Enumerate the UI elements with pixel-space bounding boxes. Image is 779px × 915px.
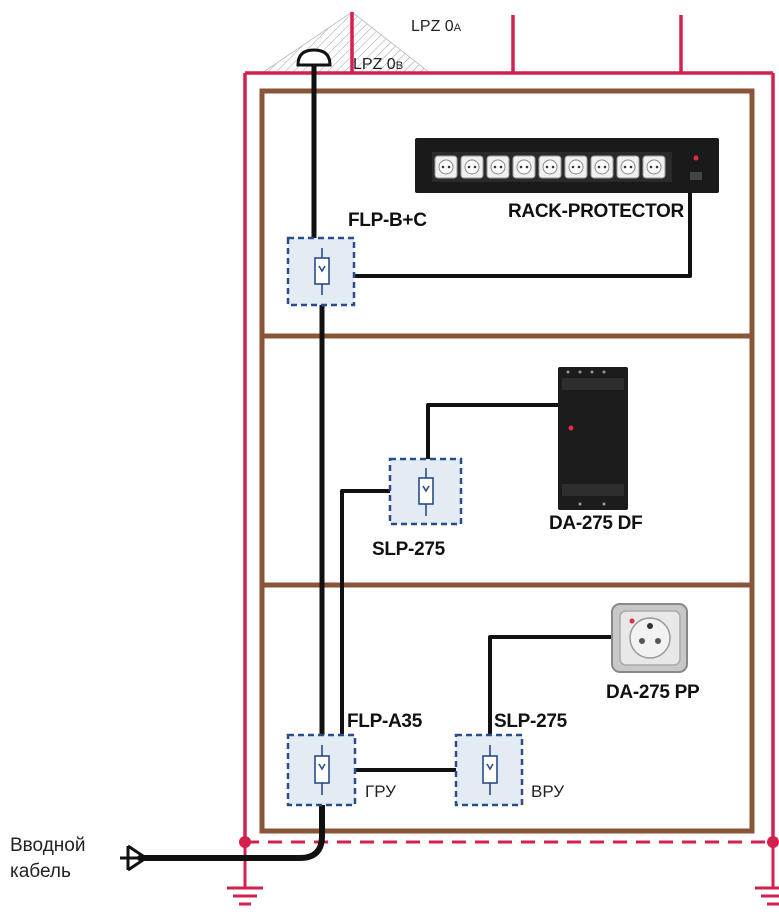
- socket-icon: [434, 155, 458, 179]
- da-275-df-device[interactable]: [558, 367, 628, 510]
- input-cable-arrow-icon: [120, 844, 149, 872]
- socket-icon: [460, 155, 484, 179]
- socket-icon: [486, 155, 510, 179]
- flp-bc-label: FLP-B+C: [348, 210, 427, 231]
- rack-protector-label: RACK-PROTECTOR: [508, 201, 685, 222]
- surge-arrester-icon: [314, 745, 330, 795]
- gru-label: ГРУ: [365, 782, 396, 801]
- terminal-screws: [566, 370, 606, 506]
- input-cable-label-line1: Вводной: [10, 835, 85, 856]
- vru-label: ВРУ: [531, 782, 564, 801]
- zone-label-lpz-0a: LPZ 0A: [411, 18, 462, 35]
- earth-symbol-right: [755, 842, 779, 906]
- da-275-pp-device[interactable]: [611, 603, 688, 673]
- da-275-df-label: DA-275 DF: [549, 513, 642, 534]
- status-led-icon: [629, 618, 635, 624]
- surge-arrester-icon: [314, 248, 330, 295]
- slp-275-mid-device[interactable]: [388, 457, 463, 526]
- status-led-icon: [568, 425, 574, 431]
- slp-275-mid-label: SLP-275: [372, 539, 446, 560]
- flp-a35-label: FLP-A35: [347, 711, 423, 732]
- cables: [137, 59, 692, 861]
- da-275-pp-label: DA-275 PP: [606, 682, 700, 703]
- socket-icon: [538, 155, 562, 179]
- building-frame: [243, 12, 775, 842]
- surge-arrester-icon: [482, 745, 498, 795]
- socket-row: [434, 155, 666, 179]
- surge-arrester-icon: [418, 468, 434, 516]
- socket-icon: [642, 155, 666, 179]
- flp-a35-device[interactable]: [286, 733, 357, 807]
- slp-275-low-label: SLP-275: [494, 711, 568, 732]
- flp-bc-device[interactable]: [286, 236, 356, 307]
- socket-icon: [616, 155, 640, 179]
- socket-icon: [564, 155, 588, 179]
- socket-icon: [590, 155, 614, 179]
- antenna-icon[interactable]: [296, 48, 332, 67]
- socket-icon: [629, 617, 671, 659]
- slp-275-low-device[interactable]: [454, 733, 524, 807]
- input-cable-label-line2: кабель: [10, 861, 71, 882]
- zone-label-lpz-0b: LPZ 0B: [353, 56, 403, 73]
- rack-protector-device[interactable]: [415, 138, 719, 193]
- power-indicator-icon: [693, 155, 699, 161]
- earth-symbol-left: [227, 842, 263, 906]
- power-switch-icon: [690, 172, 702, 180]
- socket-icon: [512, 155, 536, 179]
